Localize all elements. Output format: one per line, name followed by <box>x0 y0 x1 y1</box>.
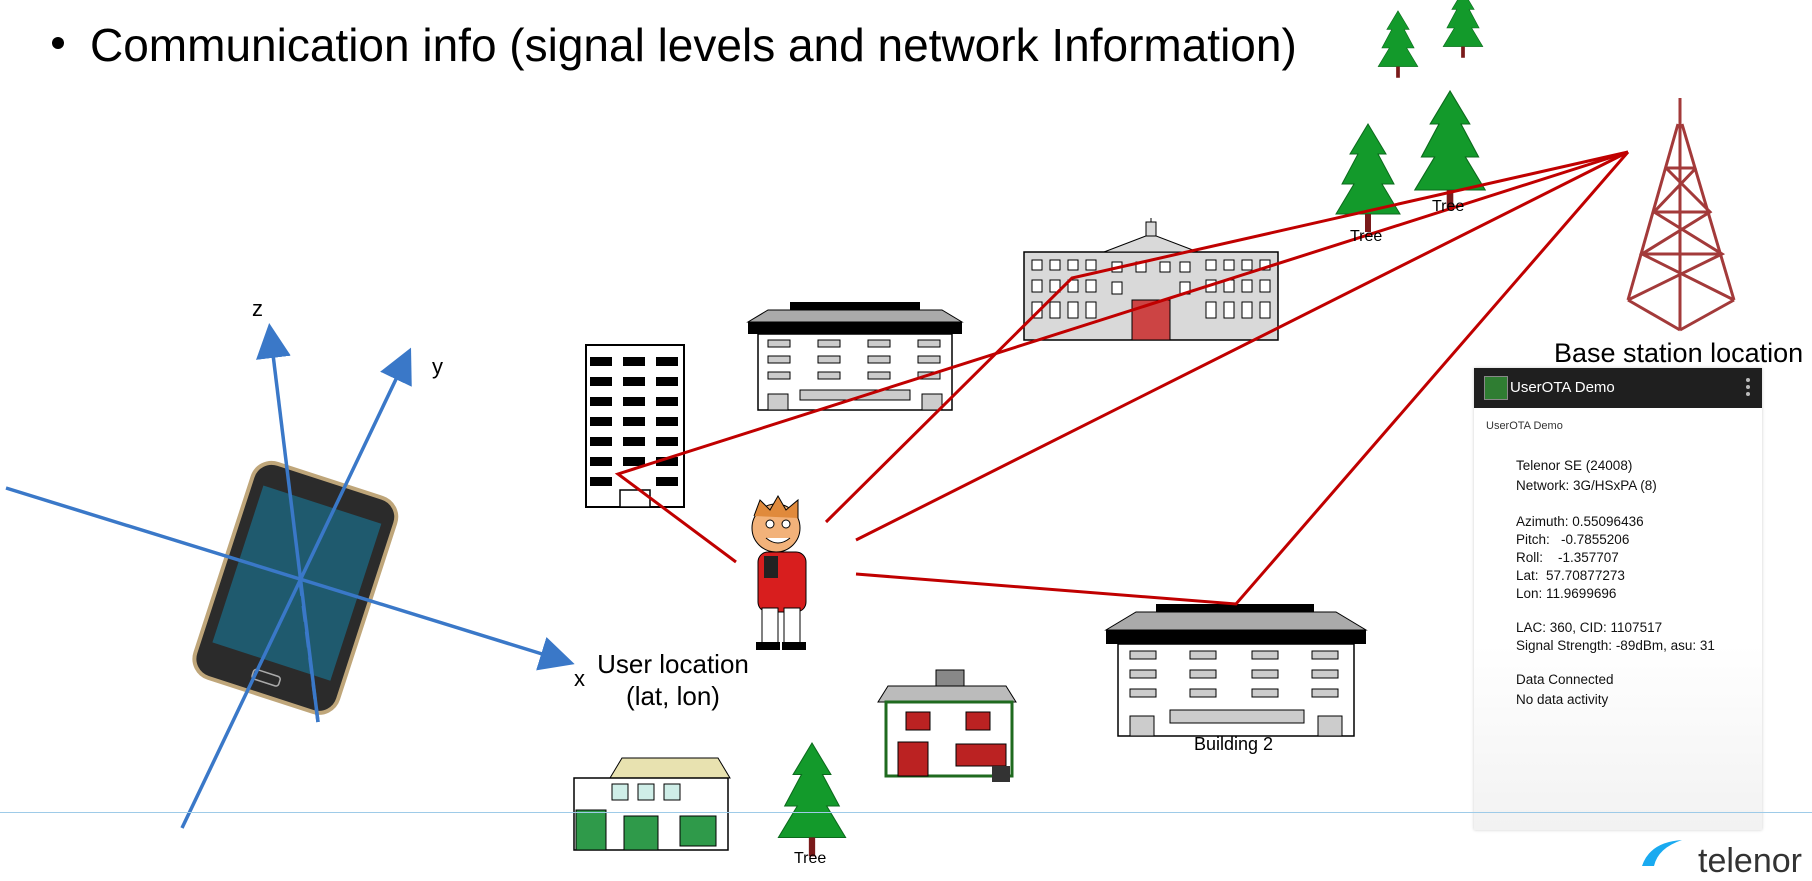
tree-label: Tree <box>1350 228 1383 245</box>
office-tower-icon <box>585 344 685 508</box>
base-station-label: Base station location <box>1554 338 1804 368</box>
office-building-icon <box>746 302 964 411</box>
tree-label: Tree <box>1432 198 1465 215</box>
bullet-item: Communication info (signal levels and ne… <box>52 18 1297 72</box>
telenor-logo-icon <box>1642 840 1682 866</box>
person-icon <box>751 494 807 650</box>
coordinate-axes <box>5 323 575 829</box>
lon-text: Lon: 11.9699696 <box>1516 586 1617 601</box>
azimuth-text: Azimuth: 0.55096436 <box>1516 514 1644 529</box>
app-icon <box>1484 376 1508 400</box>
user-location-line1: User location <box>597 649 749 679</box>
building-2-label: Building 2 <box>1194 734 1274 754</box>
building-2-icon <box>1104 604 1368 737</box>
base-station-tower-icon <box>1626 98 1736 332</box>
app-subtitle: UserOTA Demo <box>1486 420 1563 432</box>
roll-text: Roll: -1.357707 <box>1516 550 1619 565</box>
data-activity-text: No data activity <box>1516 692 1609 707</box>
axis-z-label: z <box>252 296 263 321</box>
app-title: UserOTA Demo <box>1510 379 1615 396</box>
app-screenshot: UserOTA Demo UserOTA Demo Telenor SE (24… <box>1474 368 1762 830</box>
overflow-menu-icon[interactable] <box>1746 378 1750 398</box>
tree-icon <box>1442 0 1484 59</box>
lat-text: Lat: 57.70877273 <box>1516 568 1625 583</box>
cottage-icon <box>573 757 731 851</box>
footer-divider <box>0 812 1812 813</box>
town-hall-icon <box>1023 218 1279 341</box>
user-location-label: User location (lat, lon) <box>592 648 754 712</box>
lac-cid-text: LAC: 360, CID: 1107517 <box>1516 620 1663 635</box>
telenor-logo-text: telenor <box>1698 842 1802 880</box>
tree-icon <box>1377 10 1419 79</box>
operator-text: Telenor SE (24008) <box>1516 458 1633 473</box>
data-connected-text: Data Connected <box>1516 672 1614 687</box>
axis-y-label: y <box>432 354 443 379</box>
user-location-line2: (lat, lon) <box>626 681 720 711</box>
bullet-dot <box>52 36 64 49</box>
axis-x-label: x <box>574 666 585 691</box>
signal-paths <box>614 150 1630 606</box>
tree-icon <box>777 742 847 857</box>
app-action-bar: UserOTA Demo <box>1474 368 1762 408</box>
tree-label: Tree <box>794 850 827 867</box>
signal-strength-text: Signal Strength: -89dBm, asu: 31 <box>1516 638 1715 653</box>
pitch-text: Pitch: -0.7855206 <box>1516 532 1630 547</box>
bullet-text: Communication info (signal levels and ne… <box>90 19 1297 71</box>
small-phone-icon <box>992 766 1010 782</box>
network-text: Network: 3G/HSxPA (8) <box>1516 478 1657 493</box>
house-icon <box>877 669 1017 778</box>
